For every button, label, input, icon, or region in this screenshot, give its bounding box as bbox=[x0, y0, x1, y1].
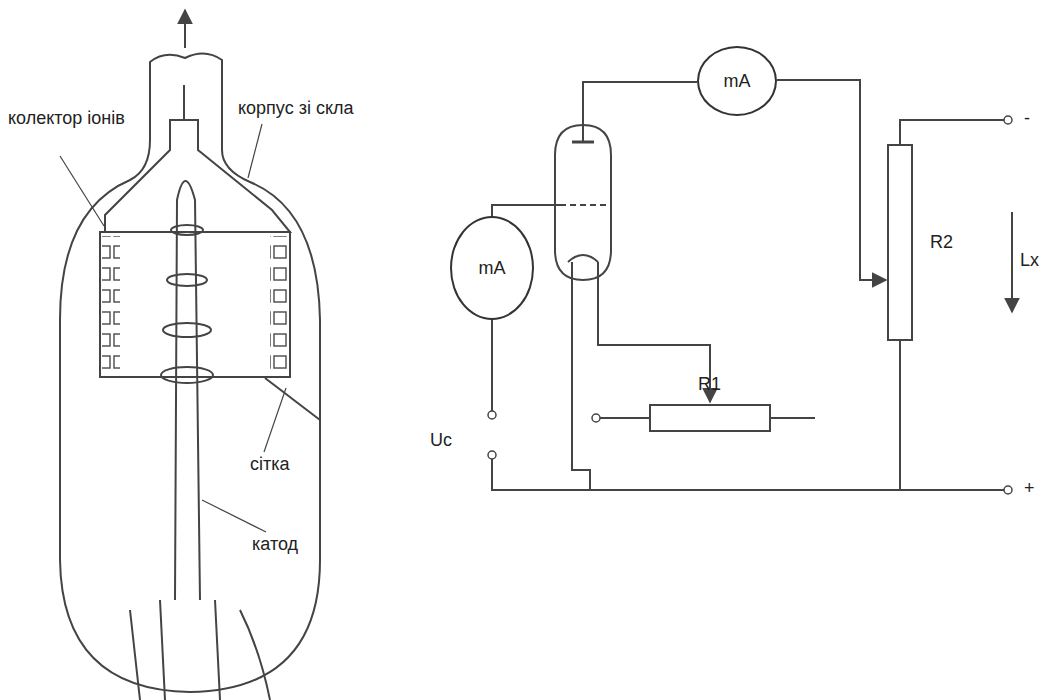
grid-left bbox=[102, 236, 120, 374]
part-label: корпус зі скла bbox=[238, 98, 354, 119]
wire bbox=[572, 262, 590, 490]
part-label: R1 bbox=[698, 374, 721, 395]
collector-lead bbox=[183, 85, 185, 120]
cathode-symbol bbox=[568, 255, 598, 262]
leads bbox=[130, 600, 270, 700]
leader-line bbox=[248, 124, 262, 178]
part-label: Uc bbox=[430, 430, 452, 451]
part-label: колектор іонів bbox=[8, 108, 125, 129]
meter-label: mA bbox=[479, 258, 506, 279]
glass-body bbox=[60, 53, 320, 692]
wire bbox=[899, 340, 901, 490]
meter-circle: mA bbox=[450, 216, 534, 320]
wire bbox=[492, 458, 1005, 490]
part-label: + bbox=[1024, 478, 1035, 499]
part-label: R2 bbox=[930, 232, 953, 253]
grid-right bbox=[270, 236, 288, 374]
resistor-symbol bbox=[888, 145, 912, 340]
wire bbox=[770, 417, 815, 419]
wire bbox=[491, 320, 493, 412]
terminal bbox=[1004, 486, 1012, 494]
wire bbox=[598, 262, 710, 402]
wire bbox=[900, 120, 1005, 145]
meter-circle: mA bbox=[697, 46, 777, 116]
terminal bbox=[488, 451, 496, 459]
terminal bbox=[592, 414, 600, 422]
part-label: - bbox=[1024, 108, 1030, 129]
grid bbox=[560, 204, 606, 206]
current-arrow bbox=[1011, 212, 1013, 312]
pump-arrow bbox=[184, 10, 186, 48]
part-label: катод bbox=[252, 534, 298, 555]
leader-line bbox=[264, 388, 286, 452]
grid-coil bbox=[161, 225, 213, 383]
meter-label: mA bbox=[724, 71, 751, 92]
part-label: сітка bbox=[250, 454, 290, 475]
terminal bbox=[1004, 116, 1012, 124]
leader-line bbox=[60, 156, 104, 226]
wire bbox=[583, 82, 697, 142]
leader-line bbox=[202, 500, 266, 532]
part-label: Lx bbox=[1020, 250, 1039, 271]
cathode bbox=[175, 181, 200, 600]
wire bbox=[596, 417, 650, 419]
wire bbox=[492, 205, 560, 216]
terminal bbox=[488, 411, 496, 419]
resistor-symbol bbox=[650, 405, 770, 431]
vacuum-tube bbox=[555, 125, 611, 280]
ion-collector bbox=[105, 120, 290, 232]
grid-lead bbox=[265, 378, 320, 420]
wire bbox=[777, 80, 886, 280]
